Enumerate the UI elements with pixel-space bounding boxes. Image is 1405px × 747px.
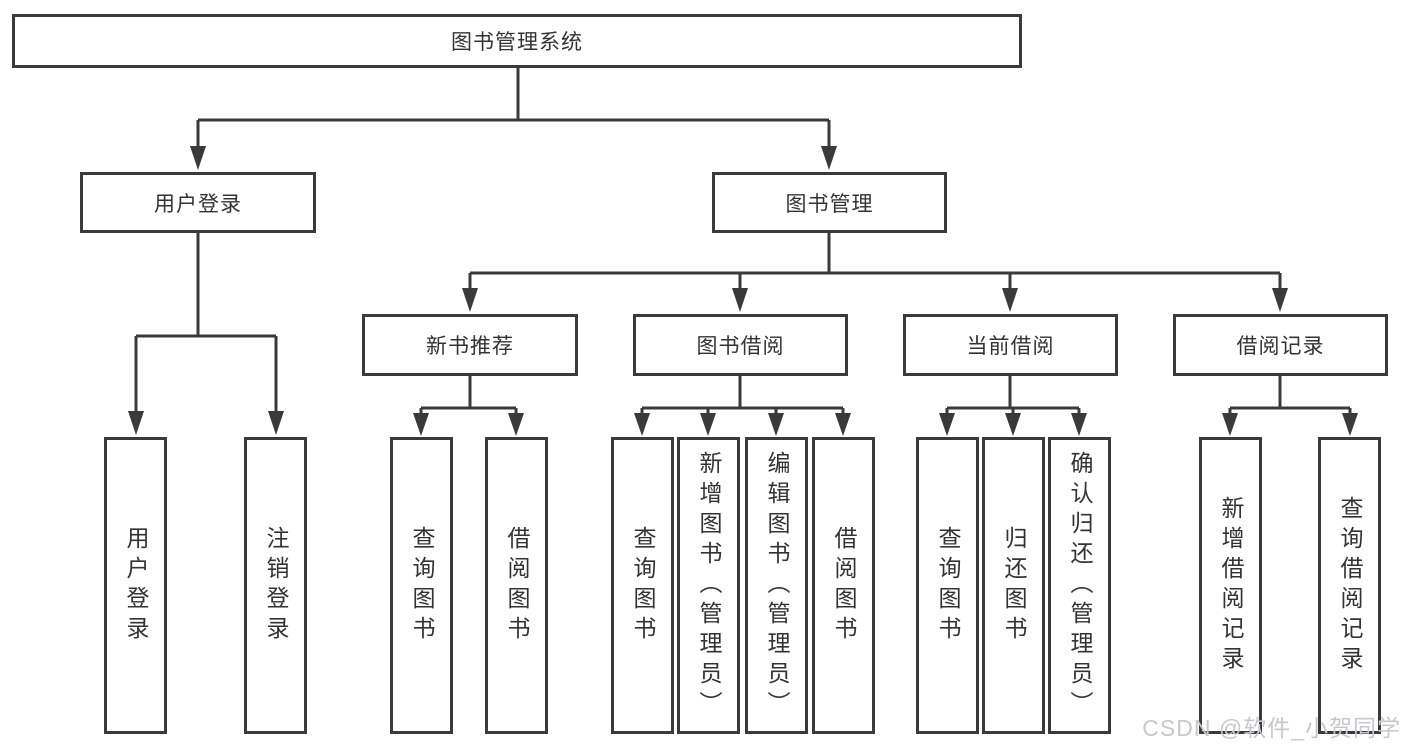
node-label: 借阅图书 (831, 525, 857, 646)
node-book-borrowing: 图书借阅 (633, 314, 848, 376)
node-label: 新增图书（管理员） (696, 450, 722, 721)
connector-records-to-leaves (1228, 376, 1352, 414)
connector-currentborrow-to-leaves (945, 376, 1081, 414)
leaf-query-books-borrow: 查询图书 (611, 437, 674, 734)
connector-userlogin-to-leaves (134, 233, 278, 413)
leaf-borrow-books-recommend: 借阅图书 (485, 437, 548, 734)
node-label: 图书管理 (785, 192, 874, 216)
leaf-borrow-books: 借阅图书 (812, 437, 875, 734)
arrowheads-level2 (190, 146, 837, 170)
node-label: 查询图书 (935, 525, 961, 646)
node-label: 当前借阅 (966, 335, 1055, 358)
arrowheads-leaf-rows (413, 413, 1358, 436)
leaf-confirm-return-admin: 确认归还（管理员） (1048, 437, 1111, 734)
node-label: 确认归还（管理员） (1067, 450, 1093, 721)
node-new-book-recommend: 新书推荐 (362, 314, 578, 376)
leaf-add-books-admin: 新增图书（管理员） (677, 437, 740, 734)
leaf-return-books: 归还图书 (982, 437, 1045, 734)
node-label: 用户登录 (154, 192, 242, 216)
leaf-user-login: 用户登录 (104, 437, 167, 734)
csdn-watermark: CSDN @软件_小贺同学 (1142, 715, 1401, 741)
connector-root-to-level2 (196, 68, 831, 148)
node-label: 用户登录 (123, 525, 149, 646)
node-label: 查询借阅记录 (1337, 495, 1363, 676)
node-label: 图书借阅 (696, 335, 785, 358)
node-user-login: 用户登录 (80, 172, 316, 233)
node-label: 归还图书 (1001, 525, 1027, 646)
node-book-management: 图书管理 (712, 172, 947, 233)
connector-bookmgmt-to-level3 (468, 233, 1282, 290)
node-label: 图书管理系统 (451, 31, 583, 54)
leaf-edit-books-admin: 编辑图书（管理员） (745, 437, 808, 734)
leaf-query-books-current: 查询图书 (916, 437, 979, 734)
leaf-query-borrow-record: 查询借阅记录 (1318, 437, 1381, 734)
node-current-borrowing: 当前借阅 (903, 314, 1118, 376)
node-borrowing-records: 借阅记录 (1173, 314, 1388, 376)
node-label: 注销登录 (263, 525, 289, 646)
node-label: 借阅图书 (504, 525, 530, 646)
leaf-add-borrow-record: 新增借阅记录 (1199, 437, 1262, 734)
node-label: 新增借阅记录 (1218, 495, 1244, 676)
node-label: 借阅记录 (1236, 335, 1325, 358)
node-label: 编辑图书（管理员） (764, 450, 790, 721)
node-root-library-system: 图书管理系统 (12, 14, 1022, 68)
node-label: 查询图书 (630, 525, 656, 646)
connector-newbooks-to-leaves (419, 376, 518, 414)
node-label: 查询图书 (409, 525, 435, 646)
arrowheads-userlogin-leaves (128, 411, 284, 435)
connector-bookborrow-to-leaves (640, 376, 845, 414)
node-label: 新书推荐 (426, 335, 514, 358)
leaf-query-books-recommend: 查询图书 (390, 437, 453, 734)
arrowheads-level3 (462, 288, 1288, 312)
leaf-logout: 注销登录 (244, 437, 307, 734)
